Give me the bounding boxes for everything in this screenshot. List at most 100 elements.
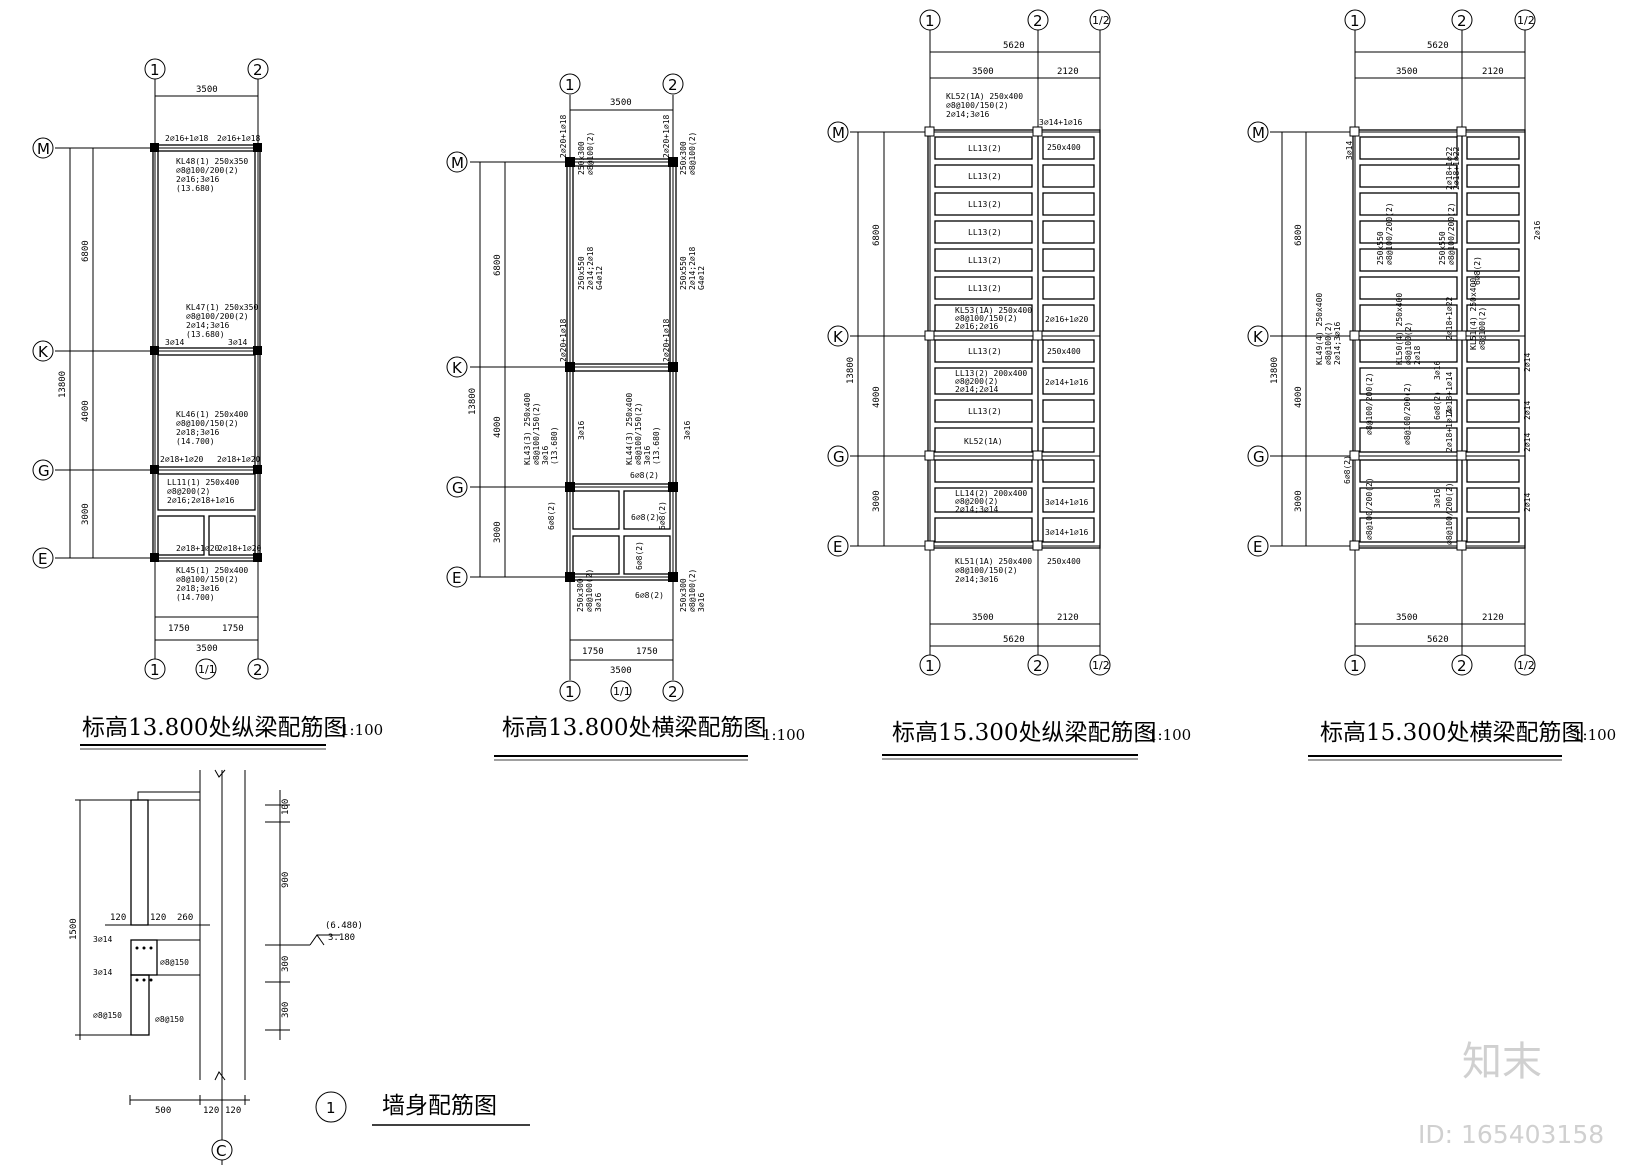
- beam-note: ⌀8@100/150(2): [634, 402, 643, 465]
- beam-note: KL46(1) 250x400: [176, 410, 248, 419]
- beam-note: KL43(3) 250x400: [523, 393, 532, 465]
- rebar-note: ⌀8@150: [93, 1011, 122, 1020]
- axis-label: 2: [668, 76, 678, 94]
- axis-label: G: [452, 479, 464, 497]
- dimension: 4000: [493, 416, 503, 438]
- drawing-scale: 1:100: [1148, 726, 1191, 744]
- dimension: 6800: [81, 240, 91, 262]
- axis-label: M: [37, 140, 50, 158]
- dimension: 120: [150, 913, 166, 923]
- beam-note: 250x300: [577, 141, 586, 175]
- beam-note: 250x300: [576, 578, 585, 612]
- beam-note: 3⌀16: [541, 446, 550, 465]
- dimension: 2120: [1482, 67, 1504, 77]
- beam-note: 3⌀16: [594, 593, 603, 612]
- beam-note: ⌀8@100/200(2): [176, 166, 239, 175]
- beam-note: 2⌀14;2⌀18: [586, 246, 595, 290]
- dimension: 3500: [972, 67, 994, 77]
- dimension: 1750: [168, 624, 190, 634]
- beam-note: 2⌀18: [1413, 346, 1422, 365]
- axis-label: 1/2: [1092, 14, 1110, 27]
- level-mark: (6.480): [325, 921, 363, 931]
- beam-note: 2⌀14;3⌀16: [186, 321, 230, 330]
- axis-label: 2: [253, 61, 263, 79]
- dimension: 2120: [1482, 613, 1504, 623]
- beam-note: 3⌀16: [697, 593, 706, 612]
- dimension: 6800: [1294, 224, 1304, 246]
- beam-note: (13.680): [550, 426, 559, 465]
- beam-note: ⌀8@100/200(2): [1445, 482, 1454, 545]
- beam-note: ⌀8@100/150(2): [532, 402, 541, 465]
- rebar-note: 6⌀8(2): [630, 471, 659, 480]
- dimension: 5620: [1003, 41, 1025, 51]
- axis-label: 2: [253, 661, 263, 679]
- rebar-note: 2⌀14: [1523, 493, 1532, 512]
- watermark-id: ID: 165403158: [1418, 1120, 1604, 1149]
- beam-note: 250x550: [1438, 231, 1447, 265]
- rebar-note: 2⌀16: [1533, 221, 1542, 240]
- beam-note: ⌀8@100(2): [688, 569, 697, 612]
- dimension: 3500: [196, 644, 218, 654]
- plan-13800-transverse: 1 2 1 1/1 2 M K G E 3500 1750 1750 3500 …: [446, 73, 805, 761]
- beam-note: 2⌀14;2⌀18: [688, 246, 697, 290]
- beam-note: 2⌀18;3⌀16: [176, 428, 220, 437]
- rebar-note: 3⌀14: [1345, 141, 1354, 160]
- rebar-note: 2⌀18+1⌀14: [1445, 371, 1454, 415]
- axis-label: 1/2: [1517, 14, 1535, 27]
- beam-mark: LL13(2): [968, 200, 1002, 209]
- axis-label: E: [452, 569, 461, 587]
- dimension: 6800: [872, 224, 882, 246]
- beam-note: KL47(1) 250x350: [186, 303, 258, 312]
- rebar-note: ⌀8@150: [160, 958, 189, 967]
- beam-note: ⌀8@100/200(2): [1365, 477, 1374, 540]
- beam-note: 2⌀14;3⌀16: [955, 575, 999, 584]
- rebar-note: 2⌀14: [1523, 433, 1532, 452]
- dimension: 5620: [1003, 635, 1025, 645]
- rebar-note: 6⌀8(2): [547, 501, 556, 530]
- axis-label: E: [38, 550, 47, 568]
- level-mark: 3.180: [328, 933, 355, 943]
- beam-note: ⌀8@100(2): [585, 569, 594, 612]
- rebar-note: 6⌀8(2): [658, 501, 667, 530]
- beam-mark: LL13(2): [968, 144, 1002, 153]
- beam-note: ⌀8@100(2): [1324, 322, 1333, 365]
- beam-note: 3⌀16: [643, 446, 652, 465]
- beam-note: 250x550: [679, 256, 688, 290]
- beam-size: 250x400: [1047, 143, 1081, 152]
- watermark-brand: 知末: [1462, 1039, 1542, 1085]
- rebar-note: 2⌀20+1⌀18: [662, 318, 671, 362]
- axis-label: 2: [1457, 657, 1467, 675]
- beam-note: ⌀8@100/200(2): [1385, 202, 1394, 265]
- beam-note: ⌀8@100(2): [586, 132, 595, 175]
- drawing-scale: 1:100: [1573, 726, 1616, 744]
- beam-mark: LL13(2): [968, 228, 1002, 237]
- rebar-note: 2⌀18+1⌀20: [160, 455, 204, 464]
- beam-note: KL48(1) 250x350: [176, 157, 248, 166]
- dimension: 260: [177, 913, 193, 923]
- beam-mark: LL13(2): [968, 347, 1002, 356]
- beam-note: (13.680): [186, 330, 225, 339]
- axis-label: M: [1252, 124, 1265, 142]
- beam-mark: LL13(2): [968, 407, 1002, 416]
- beam-mark: LL13(2): [968, 172, 1002, 181]
- beam-note: KL45(1) 250x400: [176, 566, 248, 575]
- dimension: 3500: [972, 613, 994, 623]
- beam-note: KL50(4) 250x400: [1395, 293, 1404, 365]
- axis-label: G: [1253, 448, 1265, 466]
- beam-note: 250x550: [577, 256, 586, 290]
- rebar-note: 3⌀16: [1433, 489, 1442, 508]
- dimension: 3500: [196, 85, 218, 95]
- rebar-note: 2⌀18+1⌀22: [1452, 146, 1461, 190]
- beam-note: 2⌀14;3⌀16: [946, 110, 990, 119]
- rebar-note: 6⌀8(2): [1343, 455, 1352, 484]
- rebar-note: 2⌀14: [1523, 353, 1532, 372]
- beam-note: G4⌀12: [595, 266, 604, 290]
- plan-15300-transverse: 1 2 1/2 1 2 1/2 M K G E 5620 3500 2120 3…: [1247, 9, 1616, 761]
- beam-note: KL51(1A) 250x400: [955, 557, 1032, 566]
- dimension: 5620: [1427, 41, 1449, 51]
- axis-label: 2: [1033, 657, 1043, 675]
- beam-note: 250x550: [1376, 231, 1385, 265]
- beam-note: ⌀8@100/150(2): [176, 419, 239, 428]
- dimension: 3500: [1396, 67, 1418, 77]
- axis-label: 1/1: [613, 685, 631, 698]
